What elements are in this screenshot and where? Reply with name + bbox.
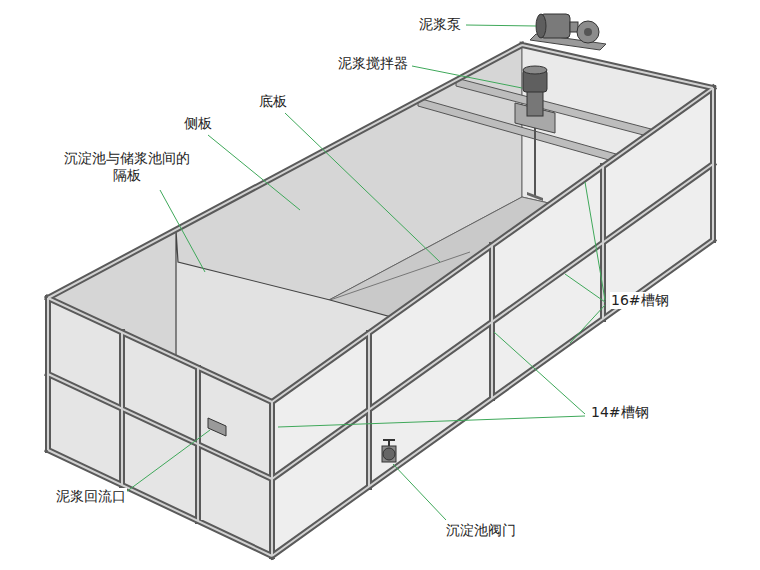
mud-return-outlet-part	[208, 418, 226, 436]
leader-lines-part	[494, 332, 585, 414]
leader-lines	[126, 25, 605, 520]
leader-lines-part	[565, 274, 605, 302]
channel-steel-frame-part	[48, 45, 713, 556]
mixer-bridge-part	[418, 98, 616, 162]
leader-lines-part	[412, 66, 522, 88]
mud-mixer	[515, 66, 555, 133]
partition-label: 沉淀池与储浆池间的 隔板	[60, 150, 194, 184]
leader-lines-part	[160, 190, 205, 272]
leader-lines-part	[278, 416, 585, 427]
channel-steel-frame-part	[48, 45, 713, 556]
outlet-label: 泥浆回流口	[55, 488, 127, 505]
mud-pump-part	[536, 14, 546, 38]
channel-label: 16#槽钢	[610, 292, 670, 309]
mud-mixer-part	[523, 66, 547, 74]
mixer-shaft-part	[527, 192, 543, 201]
mud-return-outlet	[208, 418, 226, 436]
mixer-shaft	[527, 118, 543, 201]
mixer-shaft-part	[534, 118, 536, 196]
leader-lines-part	[208, 135, 300, 210]
leader-lines-part	[585, 182, 605, 300]
pump-label: 泥浆泵	[418, 16, 462, 33]
channel-steel-frame	[48, 45, 713, 556]
leader-lines-part	[126, 430, 210, 492]
leader-lines-part	[393, 464, 446, 520]
settling-tank-valve-part	[383, 439, 395, 441]
mixer-bridge-part	[456, 78, 651, 137]
part-label: 底板	[258, 93, 288, 110]
channel-label: 14#槽钢	[590, 404, 650, 421]
mud-pump-part	[584, 28, 592, 36]
valve-label: 沉淀池阀门	[445, 522, 517, 539]
leader-lines-part	[466, 25, 536, 26]
mixer-label: 泥浆搅拌器	[337, 55, 409, 72]
settling-tank-valve-part	[382, 446, 396, 462]
settling-tank-valve	[382, 440, 396, 462]
leader-lines-part	[285, 113, 440, 262]
mud-pump-part	[577, 21, 599, 43]
leader-lines-part	[570, 305, 605, 343]
settling-tank-valve-part	[383, 448, 395, 460]
part-label: 侧板	[183, 115, 213, 132]
mud-pump	[530, 14, 606, 50]
